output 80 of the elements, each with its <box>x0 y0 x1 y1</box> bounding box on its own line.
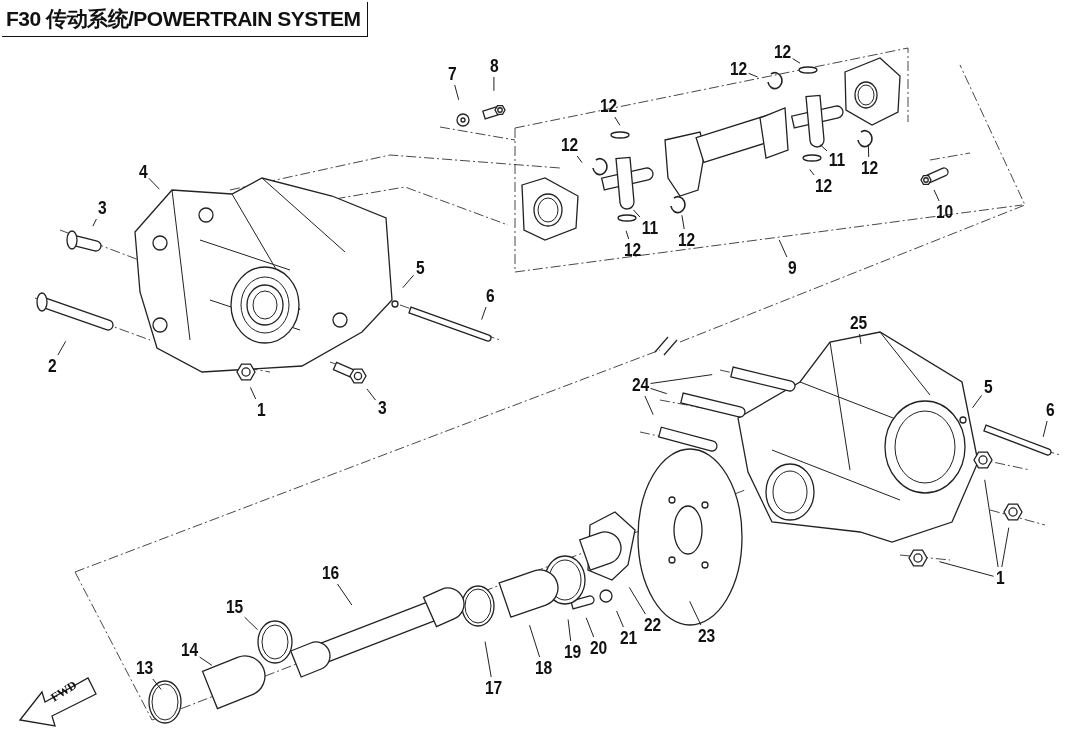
callout-number: 3 <box>376 398 387 418</box>
callout-number: 18 <box>533 658 553 678</box>
callout-number: 9 <box>786 258 797 278</box>
leader-line <box>249 386 257 400</box>
callout-number: 12 <box>622 240 642 260</box>
direction-label: FWD <box>48 677 80 706</box>
leader-line <box>576 155 583 164</box>
callout-number: 10 <box>934 202 954 222</box>
leader-line <box>57 340 67 356</box>
callout-number: 1 <box>994 568 1005 588</box>
leader-line <box>567 619 572 642</box>
callout-number: 13 <box>134 658 154 678</box>
callout-number: 5 <box>982 377 993 397</box>
callout-number: 12 <box>598 96 618 116</box>
callout-number: 12 <box>728 59 748 79</box>
leader-line <box>484 641 492 678</box>
callout-number: 25 <box>848 313 868 333</box>
leader-line <box>650 374 713 384</box>
leader-line <box>152 678 162 690</box>
callout-number: 12 <box>813 176 833 196</box>
leader-line <box>632 209 641 218</box>
leader-line <box>92 218 97 227</box>
callout-number: 4 <box>137 162 148 182</box>
leader-line <box>748 72 759 78</box>
callout-number: 12 <box>859 158 879 178</box>
leader-line <box>628 586 646 615</box>
callout-number: 15 <box>224 597 244 617</box>
leader-line <box>625 230 630 240</box>
callout-number: 19 <box>562 642 582 662</box>
leader-line <box>778 239 788 258</box>
callout-number: 21 <box>618 628 638 648</box>
callout-number: 6 <box>1044 400 1055 420</box>
leader-line <box>481 306 487 321</box>
callout-number: 20 <box>588 638 608 658</box>
leader-line <box>792 58 801 64</box>
leader-line <box>454 84 460 101</box>
callout-number: 6 <box>484 286 495 306</box>
leader-line <box>337 583 353 606</box>
leader-line <box>366 388 377 401</box>
leader-line <box>809 169 815 176</box>
leader-line <box>614 116 621 126</box>
callout-number: 11 <box>641 218 660 238</box>
leader-line <box>1042 420 1048 438</box>
callout-number: 14 <box>179 640 199 660</box>
leader-line <box>616 610 624 628</box>
leader-line <box>819 144 828 152</box>
leader-line <box>938 561 995 577</box>
leader-line <box>402 274 415 289</box>
callout-number: 23 <box>696 626 716 646</box>
callout-number: 1 <box>255 400 266 420</box>
callout-number: 17 <box>483 678 503 698</box>
leader-line <box>689 600 702 626</box>
leader-line <box>585 617 595 638</box>
leader-line <box>972 394 983 409</box>
leader-line <box>148 177 160 190</box>
callout-number: 5 <box>414 258 425 278</box>
leader-line <box>199 656 213 666</box>
leader-line <box>493 76 495 92</box>
callout-number: 16 <box>320 563 340 583</box>
leader-line <box>984 479 999 568</box>
leader-line <box>644 395 654 416</box>
callout-number: 2 <box>46 356 57 376</box>
callout-number: 24 <box>630 375 650 395</box>
callout-number: 12 <box>559 135 579 155</box>
callout-number: 12 <box>772 42 792 62</box>
diagram-title: F30 传动系统/POWERTRAIN SYSTEM <box>2 2 368 37</box>
callout-number: 11 <box>828 150 847 170</box>
leader-line <box>933 189 940 202</box>
callout-number: 22 <box>642 615 662 635</box>
callout-number: 3 <box>96 198 107 218</box>
leader-line <box>859 333 862 345</box>
callout-number: 7 <box>446 64 457 84</box>
leader-line <box>867 143 870 158</box>
leader-line <box>244 616 258 631</box>
leader-line <box>1001 527 1010 568</box>
leader-line <box>681 214 685 230</box>
leader-line <box>650 387 668 395</box>
callout-number: 12 <box>676 230 696 250</box>
callout-number: 8 <box>488 56 499 76</box>
leader-line <box>529 624 541 658</box>
